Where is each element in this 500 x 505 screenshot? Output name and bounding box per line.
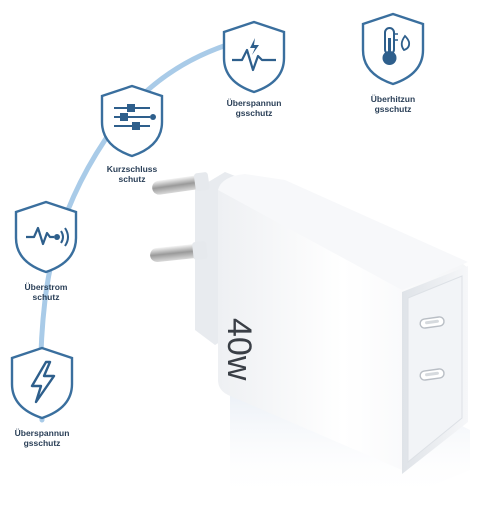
plug-pin-bottom — [150, 244, 202, 262]
feature-label-overvoltage-top: Überspannun gsschutz — [226, 98, 282, 118]
pulse-signal-icon — [26, 226, 69, 247]
plug-pins — [150, 172, 210, 262]
feature-overcurrent — [14, 200, 78, 274]
feature-overvoltage-bottom — [10, 346, 74, 420]
thermometer-flame-icon — [382, 27, 411, 65]
feature-overheat — [361, 12, 425, 86]
feature-label-overheat: Überhitzun gsschutz — [370, 94, 416, 114]
sliders-icon — [114, 104, 156, 130]
feature-overvoltage-top — [222, 20, 286, 94]
charger: 40w — [195, 172, 468, 474]
lightning-bolt-icon — [30, 360, 56, 404]
lightning-heartbeat-icon — [232, 38, 276, 72]
feature-label-short-circuit: Kurzschluss schutz — [106, 164, 158, 184]
plug-pin-top — [152, 175, 204, 195]
feature-label-overcurrent: Überstrom schutz — [24, 282, 68, 302]
feature-label-overvoltage-bottom: Überspannun gsschutz — [14, 428, 70, 448]
power-label: 40w — [220, 318, 258, 381]
charger-body-top — [218, 174, 468, 290]
feature-short-circuit — [100, 84, 164, 158]
